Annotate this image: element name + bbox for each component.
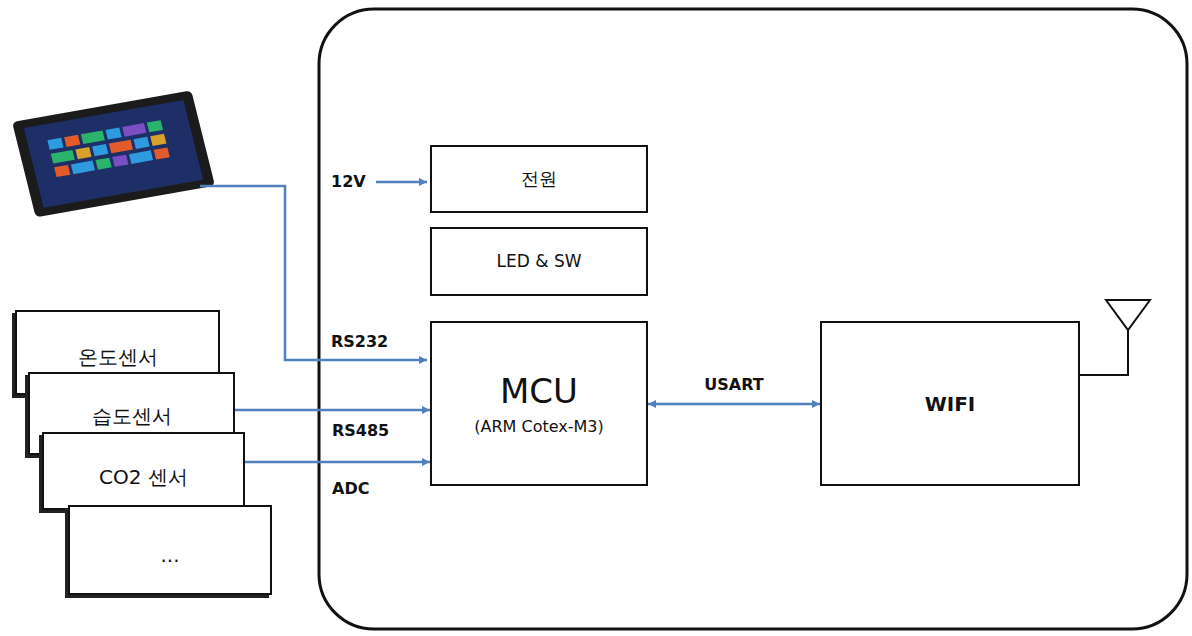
sensor-box: CO2 센서	[42, 432, 245, 510]
signal-label: USART	[702, 375, 765, 394]
wifi-box: WIFI	[820, 321, 1080, 486]
device-enclosure	[319, 9, 1187, 629]
voltage-label: 12V	[329, 172, 368, 191]
rs232-wire	[200, 186, 427, 360]
power-input-arrow	[376, 181, 427, 184]
sensor-box: ...	[68, 505, 272, 595]
node-title: 전원	[521, 168, 557, 190]
node-title: LED & SW	[497, 251, 582, 271]
node-subtitle: (ARM Cotex-M3)	[474, 417, 603, 436]
node-title: WIFI	[925, 392, 976, 416]
node-title: ...	[160, 543, 179, 567]
signal-arrow	[235, 409, 430, 412]
led-switch-box: LED & SW	[430, 227, 648, 296]
antenna-symbol	[1080, 300, 1150, 375]
node-title: 습도센서	[92, 404, 172, 428]
signal-label: RS485	[330, 421, 391, 440]
signal-label: RS232	[329, 332, 390, 351]
node-title: MCU	[500, 371, 578, 412]
node-title: CO2 센서	[99, 465, 188, 489]
signal-arrow	[245, 461, 430, 464]
mcu-box: MCU (ARM Cotex-M3)	[430, 321, 648, 486]
signal-arrow	[648, 403, 820, 406]
power-box: 전원	[430, 145, 648, 213]
signal-label: ADC	[330, 479, 371, 498]
tablet-icon	[12, 90, 215, 217]
node-title: 온도센서	[78, 345, 158, 369]
